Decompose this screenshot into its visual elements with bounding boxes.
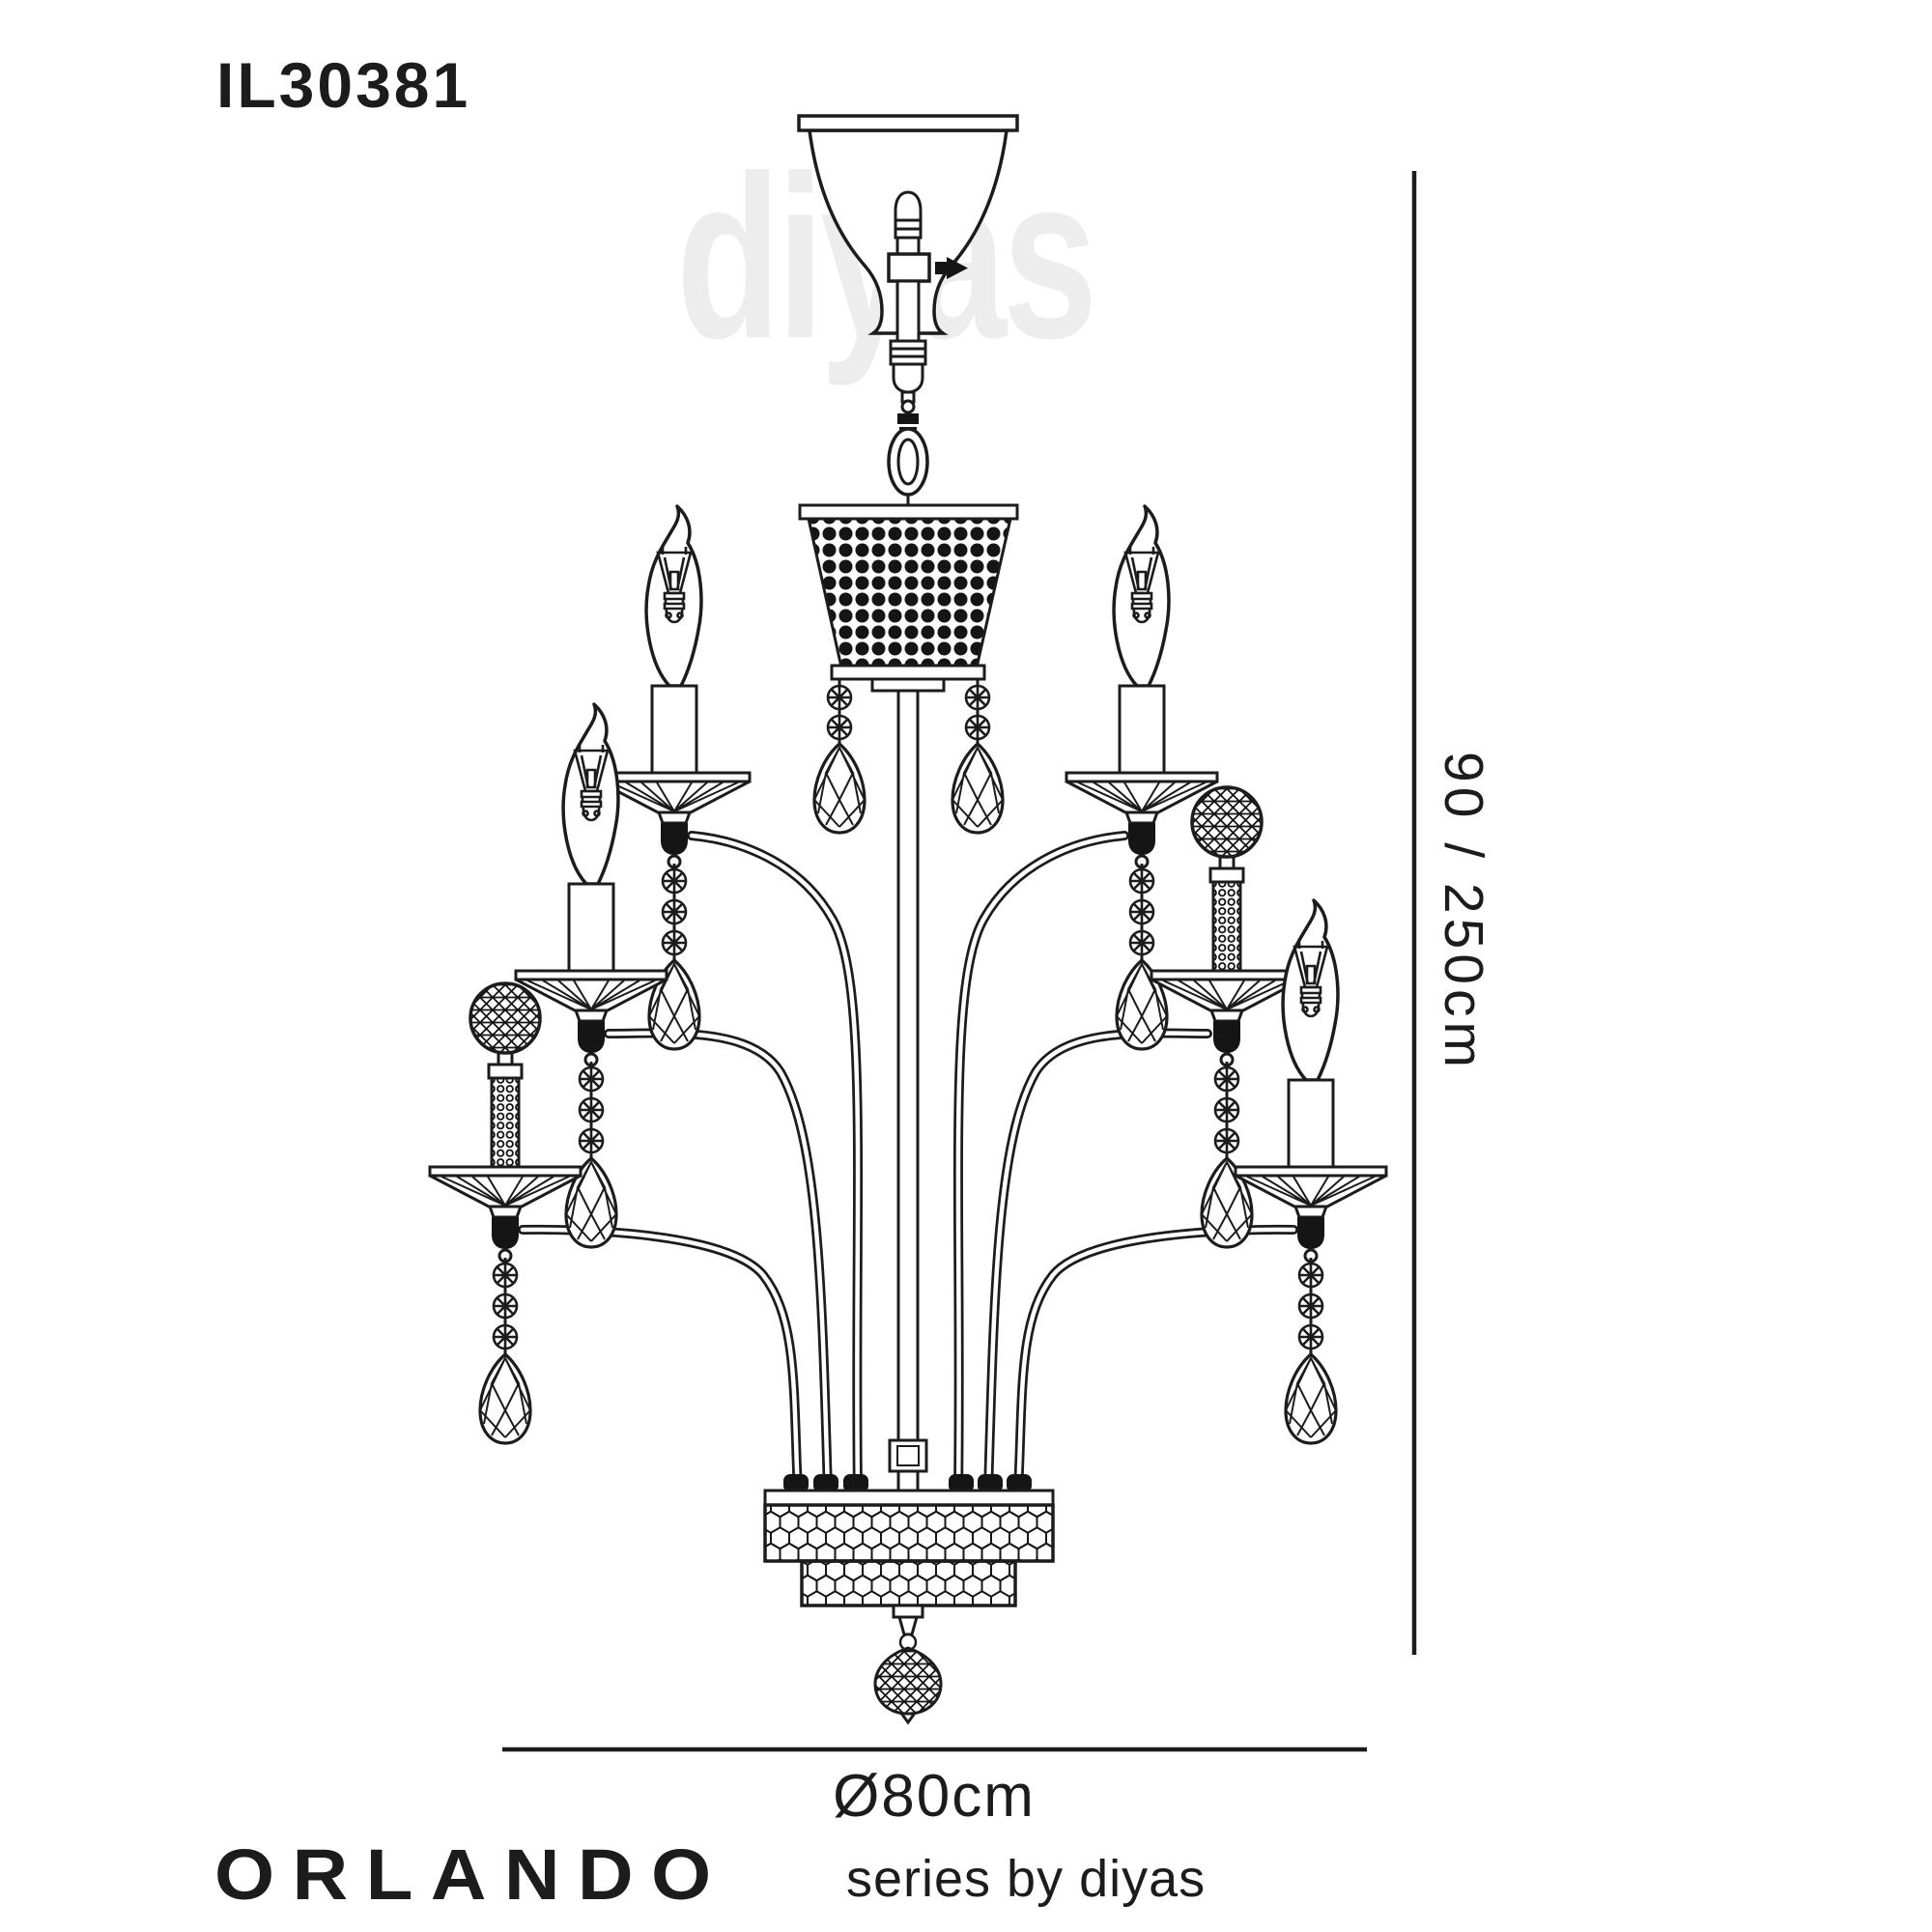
central-column bbox=[888, 689, 928, 1494]
honeycomb-corpus bbox=[763, 1474, 1055, 1725]
series-suffix: series by diyas bbox=[846, 1850, 1207, 1908]
crystal-ball-ornament-low-left bbox=[428, 981, 582, 1443]
series-name: ORLANDO bbox=[214, 1834, 729, 1915]
crystal-finial-ball bbox=[873, 1604, 943, 1725]
screw-arrow-icon bbox=[935, 257, 968, 279]
arm-ferrules bbox=[783, 1474, 1032, 1492]
basket-drop-right bbox=[952, 678, 1003, 833]
product-code: IL30381 bbox=[216, 49, 471, 121]
height-dimension-label: 90 / 250cm bbox=[1433, 752, 1494, 1072]
basket-drop-left bbox=[814, 678, 865, 833]
chain-link bbox=[887, 427, 929, 512]
candle-light-top-right bbox=[1065, 504, 1219, 1049]
candle-light-top-left bbox=[597, 504, 752, 1049]
diameter-dimension-label: Ø80cm bbox=[833, 1763, 1036, 1830]
crystal-bead-basket bbox=[798, 503, 1019, 833]
dimension-lines bbox=[502, 171, 1417, 1752]
suspension-rod bbox=[887, 190, 968, 441]
